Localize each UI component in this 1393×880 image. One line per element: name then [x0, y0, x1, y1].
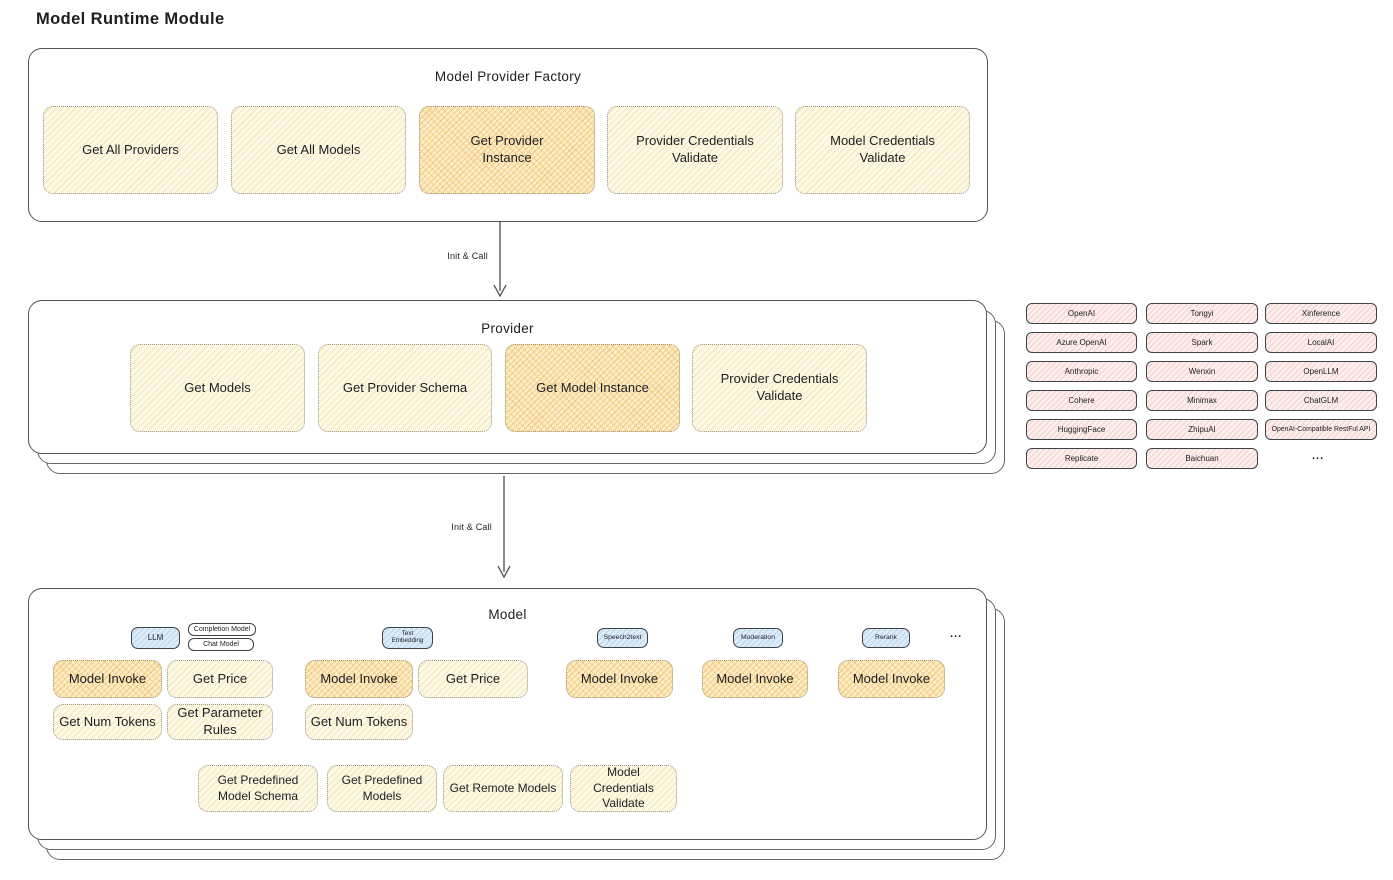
provider-item-spark: Spark — [1146, 332, 1258, 353]
provider-item-localai: LocalAI — [1265, 332, 1377, 353]
provider-item-tongyi: Tongyi — [1146, 303, 1258, 324]
provider-item-replicate: Replicate — [1026, 448, 1137, 469]
init-call-arrow-1 — [493, 221, 507, 298]
provider-item-zhipuai: ZhipuAI — [1146, 419, 1258, 440]
model-fn-get-remote-models: Get Remote Models — [443, 765, 563, 812]
tab-completion-model: Completion Model — [188, 623, 256, 636]
tab-text-embedding: Text Embedding — [382, 627, 433, 649]
tab-llm: LLM — [131, 627, 180, 649]
init-call-label-1: Init & Call — [447, 251, 488, 261]
model-fn-moderation-model-invoke: Model Invoke — [702, 660, 808, 698]
providers-more-ellipsis: ... — [1312, 450, 1325, 462]
init-call-label-2: Init & Call — [451, 522, 492, 532]
model-fn-llm-model-invoke: Model Invoke — [53, 660, 162, 698]
provider-box-get-models: Get Models — [130, 344, 305, 432]
tab-moderation: Moderation — [733, 628, 783, 648]
provider-item-cohere: Cohere — [1026, 390, 1137, 411]
model-fn-llm-get-parameter-rules: Get Parameter Rules — [167, 704, 273, 740]
factory-box-model-credentials-validate: Model Credentials Validate — [795, 106, 970, 194]
provider-item-baichuan: Baichuan — [1146, 448, 1258, 469]
model-fn-text-embedding-get-num-tokens: Get Num Tokens — [305, 704, 413, 740]
factory-title: Model Provider Factory — [434, 69, 582, 84]
model-fn-get-predefined-model-schema: Get Predefined Model Schema — [198, 765, 318, 812]
init-call-arrow-2 — [497, 476, 511, 579]
provider-box-provider-credentials-validate: Provider Credentials Validate — [692, 344, 867, 432]
model-fn-model-credentials-validate: Model Credentials Validate — [570, 765, 677, 812]
provider-item-openai-compatible-restful-api: OpenAI-Compatible RestFul API — [1265, 419, 1377, 440]
tab-chat-model: Chat Model — [188, 638, 254, 651]
provider-box-get-model-instance: Get Model Instance — [505, 344, 680, 432]
provider-box-get-provider-schema: Get Provider Schema — [318, 344, 492, 432]
model-fn-rerank-model-invoke: Model Invoke — [838, 660, 945, 698]
provider-item-openai: OpenAI — [1026, 303, 1137, 324]
provider-item-wenxin: Wenxin — [1146, 361, 1258, 382]
tab-speech2text: Speech2text — [597, 628, 648, 648]
diagram-title: Model Runtime Module — [36, 10, 225, 28]
provider-item-anthropic: Anthropic — [1026, 361, 1137, 382]
factory-box-get-all-models: Get All Models — [231, 106, 406, 194]
model-tabs-more-ellipsis: ... — [950, 628, 963, 640]
provider-item-azure-openai: Azure OpenAI — [1026, 332, 1137, 353]
model-fn-speech2text-model-invoke: Model Invoke — [566, 660, 673, 698]
model-fn-llm-get-price: Get Price — [167, 660, 273, 698]
provider-item-chatglm: ChatGLM — [1265, 390, 1377, 411]
provider-title: Provider — [481, 321, 534, 336]
factory-box-get-provider-instance: Get Provider Instance — [419, 106, 595, 194]
model-fn-text-embedding-model-invoke: Model Invoke — [305, 660, 413, 698]
model-fn-text-embedding-get-price: Get Price — [418, 660, 528, 698]
tab-rerank: Rerank — [862, 628, 910, 648]
factory-box-provider-credentials-validate: Provider Credentials Validate — [607, 106, 783, 194]
provider-item-xinference: Xinference — [1265, 303, 1377, 324]
factory-box-get-all-providers: Get All Providers — [43, 106, 218, 194]
model-fn-llm-get-num-tokens: Get Num Tokens — [53, 704, 162, 740]
provider-item-openllm: OpenLLM — [1265, 361, 1377, 382]
provider-item-huggingface: HuggingFace — [1026, 419, 1137, 440]
provider-item-minimax: Minimax — [1146, 390, 1258, 411]
model-fn-get-predefined-models: Get Predefined Models — [327, 765, 437, 812]
model-title: Model — [488, 607, 527, 622]
